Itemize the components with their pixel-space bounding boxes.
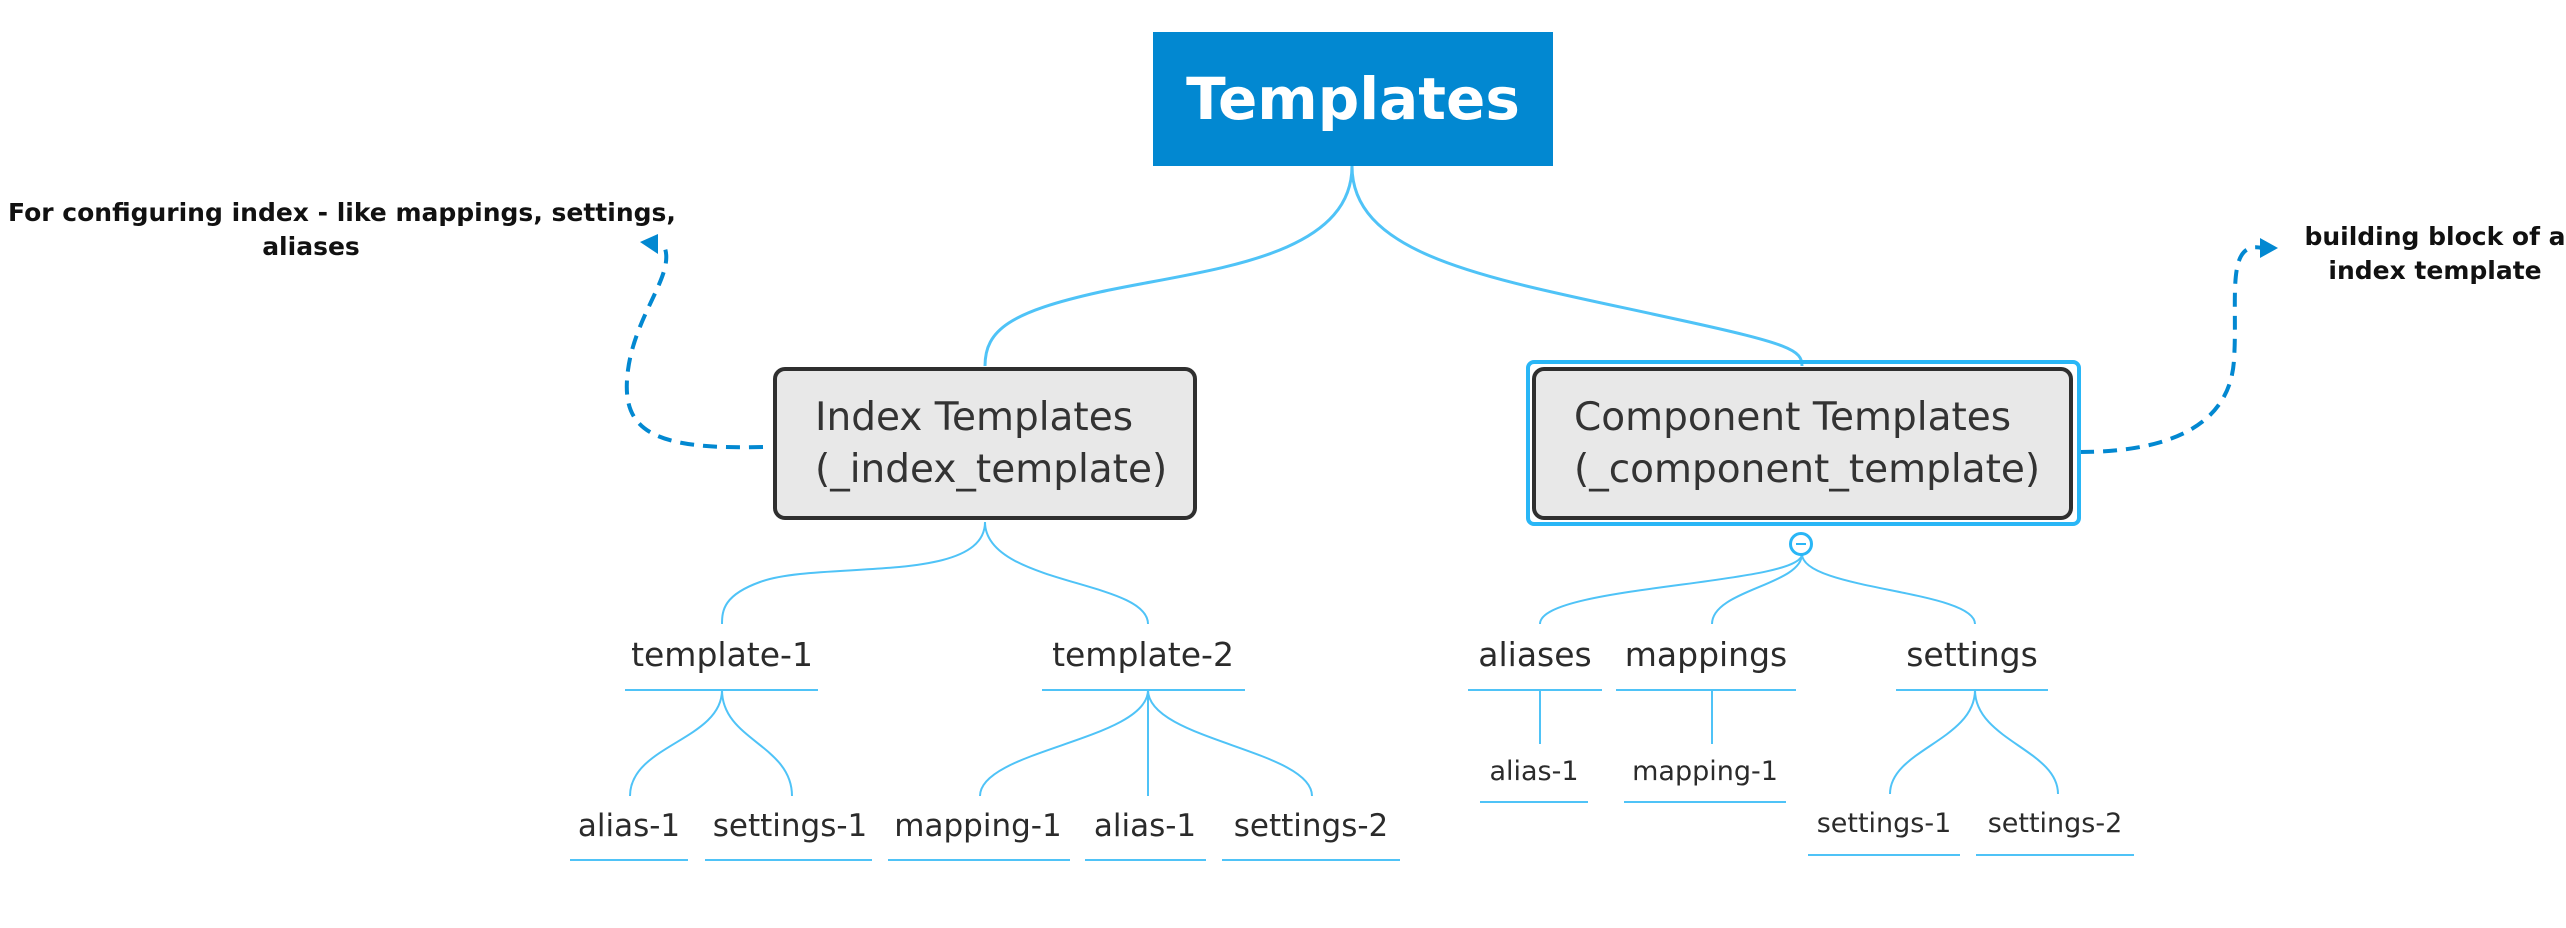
topic-settings-2-b[interactable]: settings-2 [1987, 808, 2123, 839]
collapse-toggle-icon[interactable] [1789, 532, 1813, 556]
index-templates-line2: (_index_template) [815, 446, 1168, 492]
note-index-line2: aliases [262, 232, 360, 261]
topic-mapping-1-a[interactable]: mapping-1 [894, 808, 1062, 844]
note-arrow-index [624, 240, 764, 450]
connector-template1-settings [721, 689, 793, 797]
topic-alias-1-a[interactable]: alias-1 [577, 808, 681, 844]
topic-settings-2-a[interactable]: settings-2 [1233, 808, 1389, 844]
connector-index-template2 [984, 521, 1149, 625]
topic-mappings[interactable]: mappings [1624, 635, 1788, 674]
topic-template-2[interactable]: template-2 [1052, 635, 1234, 674]
root-topic-label: Templates [1186, 65, 1520, 133]
connector-settings-settings1 [1889, 689, 1976, 795]
connector-component-settings [1801, 553, 1976, 625]
index-templates-line1: Index Templates [815, 394, 1134, 440]
index-templates-topic[interactable]: Index Templates (_index_template) [773, 367, 1197, 520]
connector-root-index [983, 165, 1354, 367]
connector-template2-settings [1147, 689, 1313, 797]
selection-outline [1526, 360, 2081, 526]
arrowhead-component [2260, 238, 2278, 258]
root-topic[interactable]: Templates [1153, 32, 1553, 166]
note-component-line2: index template [2328, 256, 2542, 285]
note-component-templates[interactable]: building block of a index template [2290, 220, 2566, 288]
note-index-line1: For configuring index - like mappings, s… [8, 198, 676, 227]
component-templates-line2: (_component_template) [1574, 446, 2041, 492]
topic-aliases[interactable]: aliases [1478, 635, 1592, 674]
topic-settings-1-b[interactable]: settings-1 [1816, 808, 1952, 839]
component-templates-line1: Component Templates [1574, 394, 2012, 440]
topic-mapping-1-b[interactable]: mapping-1 [1632, 756, 1778, 787]
connector-component-aliases [1539, 553, 1803, 625]
connector-index-template1 [721, 521, 986, 625]
topic-settings-1-a[interactable]: settings-1 [712, 808, 868, 844]
connector-root-component [1350, 165, 1804, 367]
note-index-templates[interactable]: For configuring index - like mappings, s… [8, 196, 676, 264]
arrowhead-index [640, 234, 658, 254]
connector-template1-alias [629, 689, 723, 797]
note-arrow-component [2079, 245, 2263, 454]
connector-template2-mapping [979, 689, 1149, 797]
note-component-line1: building block of a [2304, 222, 2566, 251]
topic-alias-1-c[interactable]: alias-1 [1489, 756, 1579, 787]
topic-settings[interactable]: settings [1906, 635, 2038, 674]
component-templates-topic[interactable]: Component Templates (_component_template… [1532, 367, 2073, 520]
connector-settings-settings2 [1974, 689, 2059, 795]
topic-template-1[interactable]: template-1 [631, 635, 813, 674]
connector-component-mappings [1711, 553, 1803, 625]
topic-alias-1-b[interactable]: alias-1 [1093, 808, 1197, 844]
